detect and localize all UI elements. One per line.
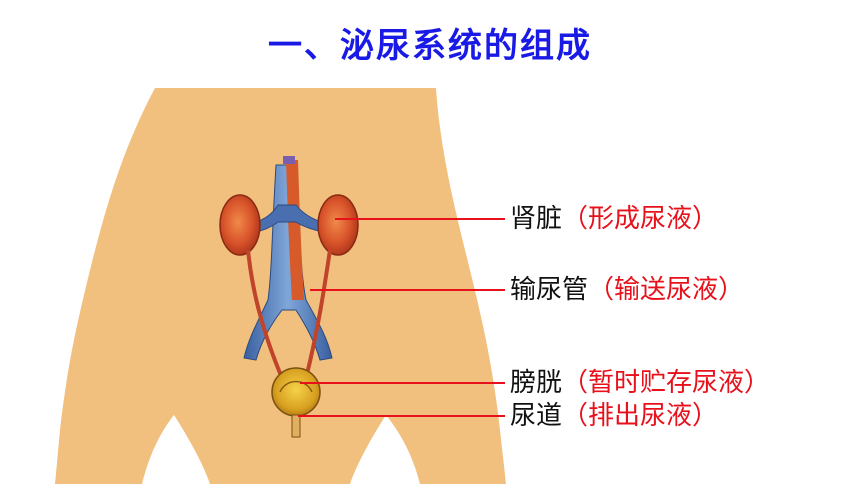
organ-function: （形成尿液） <box>562 204 719 234</box>
organ-name: 肾脏 <box>510 204 563 234</box>
left-ureter <box>246 249 284 379</box>
organ-function: （输送尿液） <box>588 275 745 305</box>
organ-function: （暂时贮存尿液） <box>562 368 771 398</box>
organ-name: 输尿管 <box>510 275 589 305</box>
urethra <box>291 414 301 438</box>
aorta <box>286 160 304 300</box>
label-urethra: 尿道（排出尿液） <box>510 401 718 431</box>
page-title: 一、泌尿系统的组成 <box>268 26 592 66</box>
organ-function: （排出尿液） <box>562 401 719 431</box>
organ-name: 尿道 <box>510 401 563 431</box>
label-bladder: 膀胱（暂时贮存尿液） <box>510 368 770 398</box>
label-kidney: 肾脏（形成尿液） <box>510 204 718 234</box>
vena-cava <box>243 164 333 361</box>
right-ureter <box>304 249 332 379</box>
right-kidney <box>317 194 359 256</box>
left-kidney <box>219 194 261 256</box>
label-ureter: 输尿管（输送尿液） <box>510 275 744 305</box>
bladder <box>271 367 321 417</box>
organ-name: 膀胱 <box>510 368 563 398</box>
